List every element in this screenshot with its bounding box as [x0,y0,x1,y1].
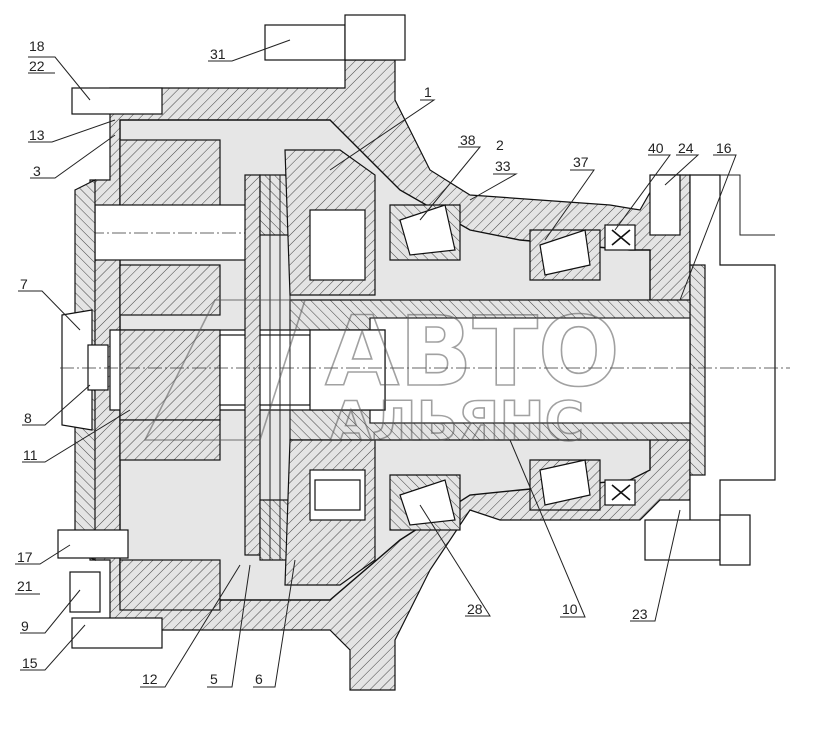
callout-1: 1 [424,84,432,100]
callout-17: 17 [17,549,33,565]
callout-8: 8 [24,410,32,426]
callout-2: 2 [496,137,504,153]
callout-9: 9 [21,618,29,634]
callout-5: 5 [210,671,218,687]
callout-13: 13 [29,127,45,143]
seals [604,224,636,506]
tapered-bearings [389,204,601,531]
callout-16: 16 [716,140,732,156]
callout-37: 37 [573,154,589,170]
callout-7: 7 [20,276,28,292]
left-cover [61,179,109,561]
callout-3: 3 [33,163,41,179]
callout-11: 11 [23,447,38,463]
watermark: АВТО АЛЬЯНС [143,295,620,454]
callout-6: 6 [255,671,263,687]
callout-22: 22 [29,58,45,74]
sun-gear-shaft [109,329,386,421]
callout-10: 10 [562,601,578,617]
callout-15: 15 [22,655,38,671]
callout-18: 18 [29,38,45,54]
bolts [57,14,751,649]
main-shaft [289,299,691,441]
watermark-line2: АЛЬЯНС [330,390,584,453]
leader-lines [15,39,737,688]
callout-23: 23 [632,606,648,622]
callout-24: 24 [678,140,694,156]
callout-40: 40 [648,140,664,156]
callout-28: 28 [467,601,483,617]
callout-12: 12 [142,671,158,687]
callout-38: 38 [460,132,476,148]
callout-33: 33 [495,158,511,174]
callout-labels: 18 22 31 1 38 2 33 37 40 24 16 13 3 7 8 … [17,38,732,687]
callout-21: 21 [17,578,33,594]
callout-31: 31 [210,46,226,62]
output-flange [689,174,776,541]
bearing-carrier [284,149,376,586]
watermark-line1: АВТО [325,296,620,408]
